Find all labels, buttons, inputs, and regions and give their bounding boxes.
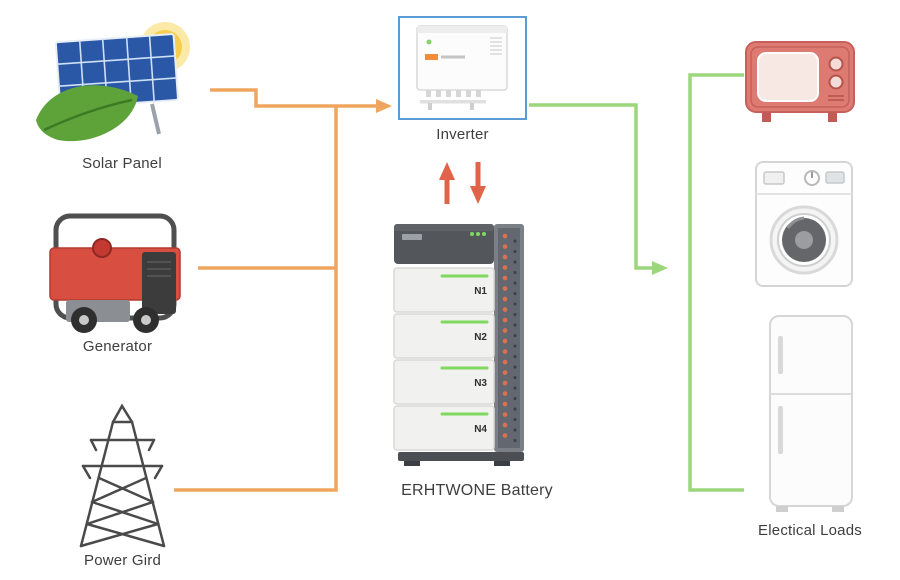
- battery-module-1-label: N1: [474, 286, 487, 297]
- battery-module-2: N2: [393, 313, 495, 359]
- battery-module-4: N4: [393, 405, 495, 451]
- solar-to-inverter-line: [210, 88, 376, 108]
- detergent-drawer: [763, 171, 785, 185]
- battery-module-3: N3: [393, 359, 495, 405]
- brand-mark: [425, 54, 438, 60]
- refrigerator-node: [762, 314, 859, 514]
- status-led: [426, 39, 432, 45]
- washing-machine-icon: [755, 161, 853, 287]
- tv-knob: [828, 56, 844, 72]
- generator-panel: [142, 252, 176, 314]
- tv-knob: [828, 74, 844, 90]
- battery-module-3-label: N3: [474, 378, 487, 389]
- battery-base: [398, 452, 524, 466]
- solar-panel-icon: [36, 22, 190, 142]
- power-grid-node: [55, 398, 190, 548]
- inverter-vents: [490, 37, 502, 55]
- washer-door: [769, 205, 839, 275]
- battery-label: ERHTWONE Battery: [401, 482, 553, 499]
- tv-leg: [828, 112, 837, 122]
- inverter-connectors: [426, 90, 481, 97]
- battery-node: N1 N2 N3 N4: [390, 216, 540, 468]
- loads-arrowhead-icon: [652, 261, 668, 275]
- solar-panel-node: [32, 14, 212, 152]
- arrow-up-icon: [439, 162, 455, 180]
- fridge-foot: [776, 506, 788, 512]
- battery-top-cap: [394, 224, 494, 264]
- fridge-handle: [778, 336, 783, 374]
- refrigerator-icon: [769, 315, 853, 512]
- tv-screen: [757, 52, 819, 102]
- generator-label: Generator: [82, 338, 153, 355]
- leaf-icon: [36, 85, 138, 142]
- generator-icon: [49, 213, 181, 333]
- loads-bus-line: [688, 73, 744, 492]
- washer-display: [825, 171, 845, 184]
- battery-tower-icon: N1 N2 N3 N4: [393, 224, 524, 466]
- power-grid-label: Power Gird: [83, 552, 162, 569]
- washing-machine-node: [754, 160, 854, 288]
- battery-module-2-label: N2: [474, 332, 487, 343]
- fridge-handle: [778, 406, 783, 454]
- transmission-tower-icon: [79, 403, 166, 548]
- tv-leg: [762, 112, 771, 122]
- television-icon: [745, 41, 855, 122]
- fuel-cap: [92, 238, 112, 258]
- inverter-icon: [416, 25, 508, 110]
- inverter-input-arrowhead-icon: [376, 99, 392, 113]
- electrical-loads-label: Electical Loads: [758, 522, 862, 539]
- generator-node: [40, 206, 195, 334]
- solar-panel-label: Solar Panel: [82, 155, 162, 172]
- fridge-foot: [832, 506, 844, 512]
- inverter-to-loads-line: [529, 103, 652, 270]
- battery-module-1: N1: [393, 267, 495, 313]
- battery-module-4-label: N4: [474, 424, 487, 435]
- inverter-node: [398, 16, 527, 120]
- inverter-label: Inverter: [436, 126, 489, 143]
- television-node: [744, 36, 856, 128]
- fridge-body: [769, 315, 853, 507]
- arrow-down-icon: [470, 186, 486, 204]
- battery-rail: [494, 224, 524, 452]
- wheels: [71, 307, 159, 333]
